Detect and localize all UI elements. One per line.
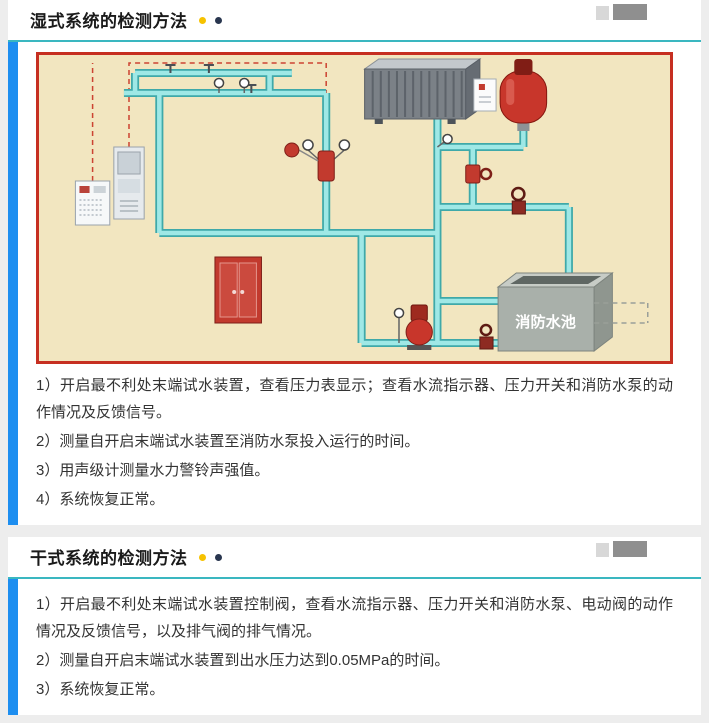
water-motor-gong	[284, 142, 319, 162]
system-diagram: 消防水池	[36, 52, 673, 364]
diagram-svg: 消防水池	[74, 58, 649, 353]
section-header: 湿式系统的检测方法	[8, 0, 701, 32]
title-text: 干式系统的检测方法	[30, 549, 188, 568]
dark-dot-icon	[214, 554, 222, 561]
list-item: 2）测量自开启末端试水装置到出水压力达到0.05MPa的时间。	[36, 652, 450, 669]
section-header: 干式系统的检测方法	[8, 537, 701, 569]
section-title: 湿式系统的检测方法	[30, 12, 679, 32]
deco-dark-block	[613, 541, 647, 557]
section-content: 消防水池	[18, 42, 701, 525]
fire-water-tank: 消防水池	[496, 271, 614, 353]
yellow-dot-icon	[198, 17, 206, 24]
list-item: 1）开启最不利处末端试水装置，查看压力表显示；查看水流指示器、压力开关和消防水泵…	[36, 377, 673, 421]
list-item: 2）测量自开启末端试水装置至消防水泵投入运行的时间。	[36, 433, 420, 450]
pressure-tank	[499, 59, 548, 131]
control-panel-cabinet	[113, 146, 145, 220]
gate-valve	[510, 186, 526, 215]
pressure-gauge-icons	[213, 77, 453, 343]
fire-hydrant-cabinet	[214, 256, 262, 324]
section-body: 1）开启最不利处末端试水装置控制阀，查看水流指示器、压力开关和消防水泵、电动阀的…	[8, 579, 701, 715]
accent-bar	[8, 579, 18, 715]
electrical-box	[473, 78, 497, 112]
deco-light-block	[596, 6, 609, 20]
section-title: 干式系统的检测方法	[30, 549, 679, 569]
alarm-valve	[317, 150, 335, 182]
deco-light-block	[596, 543, 609, 557]
section-body: 消防水池	[8, 42, 701, 525]
accent-bar	[8, 42, 18, 525]
cooling-tower	[363, 58, 482, 124]
section-card-dry: 干式系统的检测方法 1）开启最不利处末端试水装置控制阀，查看水流指示器、压力开关…	[8, 537, 701, 715]
signal-valve	[465, 164, 493, 184]
suction-valve	[479, 323, 494, 350]
tank-label: 消防水池	[515, 313, 576, 331]
section-divider	[8, 577, 701, 579]
corner-decoration	[596, 541, 647, 557]
section-card-wet: 湿式系统的检测方法	[8, 0, 701, 525]
title-text: 湿式系统的检测方法	[30, 12, 188, 31]
dark-dot-icon	[214, 17, 222, 24]
control-wiring	[91, 62, 327, 181]
sprinkler-head-icons	[165, 64, 257, 93]
alarm-control-panel	[74, 180, 111, 226]
list-item: 3）用声级计测量水力警铃声强值。	[36, 462, 270, 479]
list-item: 4）系统恢复正常。	[36, 491, 165, 508]
section-content: 1）开启最不利处末端试水装置控制阀，查看水流指示器、压力开关和消防水泵、电动阀的…	[18, 579, 701, 715]
corner-decoration	[596, 4, 647, 20]
overflow-dashed-lines	[594, 302, 649, 324]
list-item: 3）系统恢复正常。	[36, 681, 165, 698]
yellow-dot-icon	[198, 554, 206, 561]
section-divider	[8, 40, 701, 42]
deco-dark-block	[613, 4, 647, 20]
fire-pump	[405, 304, 433, 350]
list-item: 1）开启最不利处末端试水装置控制阀，查看水流指示器、压力开关和消防水泵、电动阀的…	[36, 596, 673, 640]
